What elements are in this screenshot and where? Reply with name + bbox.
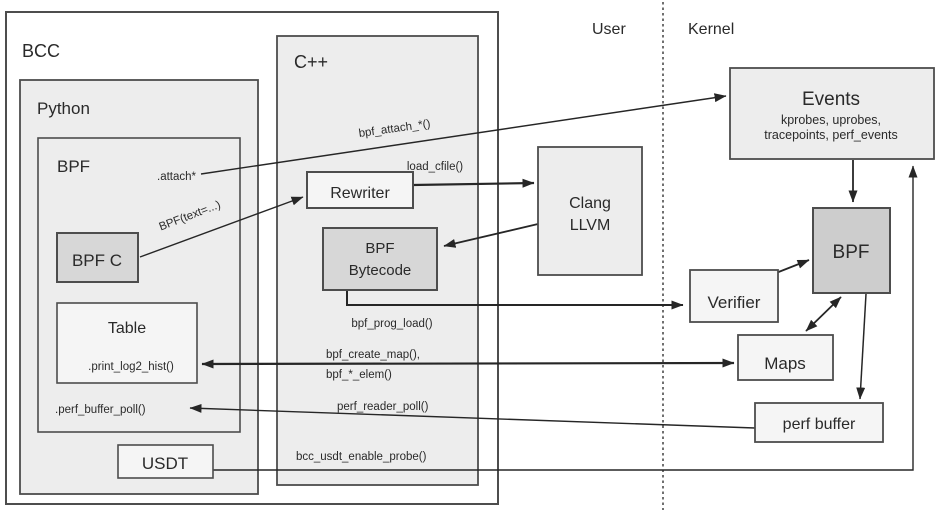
bcc-label: BCC [22, 41, 60, 61]
clang-label-line2: LLVM [570, 217, 611, 234]
rewriter-box [306, 171, 414, 209]
usdt-box [117, 444, 214, 479]
verifier-to-bpf-arrow [775, 259, 810, 274]
bpf-bytecode-label-line1: BPF [365, 240, 394, 257]
kernel-space-label: Kernel [688, 21, 734, 38]
clang-label-line1: Clang [569, 195, 611, 212]
python-bpf-box [37, 137, 241, 433]
events-title: Events [802, 89, 860, 110]
python-label: Python [37, 99, 90, 118]
bpf-c-label: BPF C [72, 251, 122, 270]
verifier-box [689, 269, 779, 323]
clang-to-bytecode-arrow [443, 223, 539, 248]
python-bpf-label: BPF [57, 157, 90, 176]
events-subtitle-line1: kprobes, uprobes, [781, 113, 881, 127]
bpf-elem-edge-label: bpf_*_elem() [326, 369, 392, 381]
perf-reader-poll-edge-label: perf_reader_poll() [337, 401, 429, 413]
kernel-bpf-label: BPF [833, 242, 870, 263]
kernel-bpf-box [812, 207, 891, 294]
cpp-label: C++ [294, 52, 328, 72]
bpf-bytecode-box [322, 227, 438, 291]
create-map-double-arrow [201, 358, 735, 369]
rewriter-label: Rewriter [330, 185, 390, 202]
events-subtitle-line2: tracepoints, perf_events [764, 128, 897, 142]
usdt-label: USDT [142, 454, 188, 473]
attach-to-events-arrow [200, 93, 727, 175]
perf-buffer-box [754, 402, 884, 443]
bpf-create-map-edge-label: bpf_create_map(), [326, 349, 420, 361]
bpftext-to-rewriter-arrow [139, 196, 304, 258]
bpf-maps-double-arrow [805, 296, 842, 332]
events-box [729, 67, 935, 160]
table-title: Table [108, 320, 146, 337]
attach-edge-label: .attach* [157, 171, 197, 183]
bpf-prog-load-edge-label: bpf_prog_load() [351, 318, 432, 330]
usdt-to-events-arrow [213, 165, 918, 471]
perf-reader-poll-arrow [189, 403, 756, 429]
load-cfile-edge-label: load_cfile() [407, 161, 463, 173]
table-method-label: .print_log2_hist() [88, 361, 174, 373]
verifier-label: Verifier [708, 293, 761, 312]
user-space-label: User [592, 21, 626, 38]
maps-box [737, 334, 834, 381]
table-box [56, 302, 198, 384]
bpf-c-box [56, 232, 139, 283]
prog-load-to-verifier-arrow [346, 290, 684, 310]
load-cfile-arrow [412, 178, 535, 188]
bpf-to-perfbuffer-arrow [856, 293, 867, 400]
perf-buffer-label: perf buffer [783, 416, 856, 433]
maps-label: Maps [764, 354, 806, 373]
perf-buffer-poll-label: .perf_buffer_poll() [55, 404, 146, 416]
clang-llvm-box [537, 146, 643, 276]
bcc-usdt-enable-probe-edge-label: bcc_usdt_enable_probe() [296, 451, 427, 463]
bpf-bytecode-label-line2: Bytecode [349, 262, 412, 279]
